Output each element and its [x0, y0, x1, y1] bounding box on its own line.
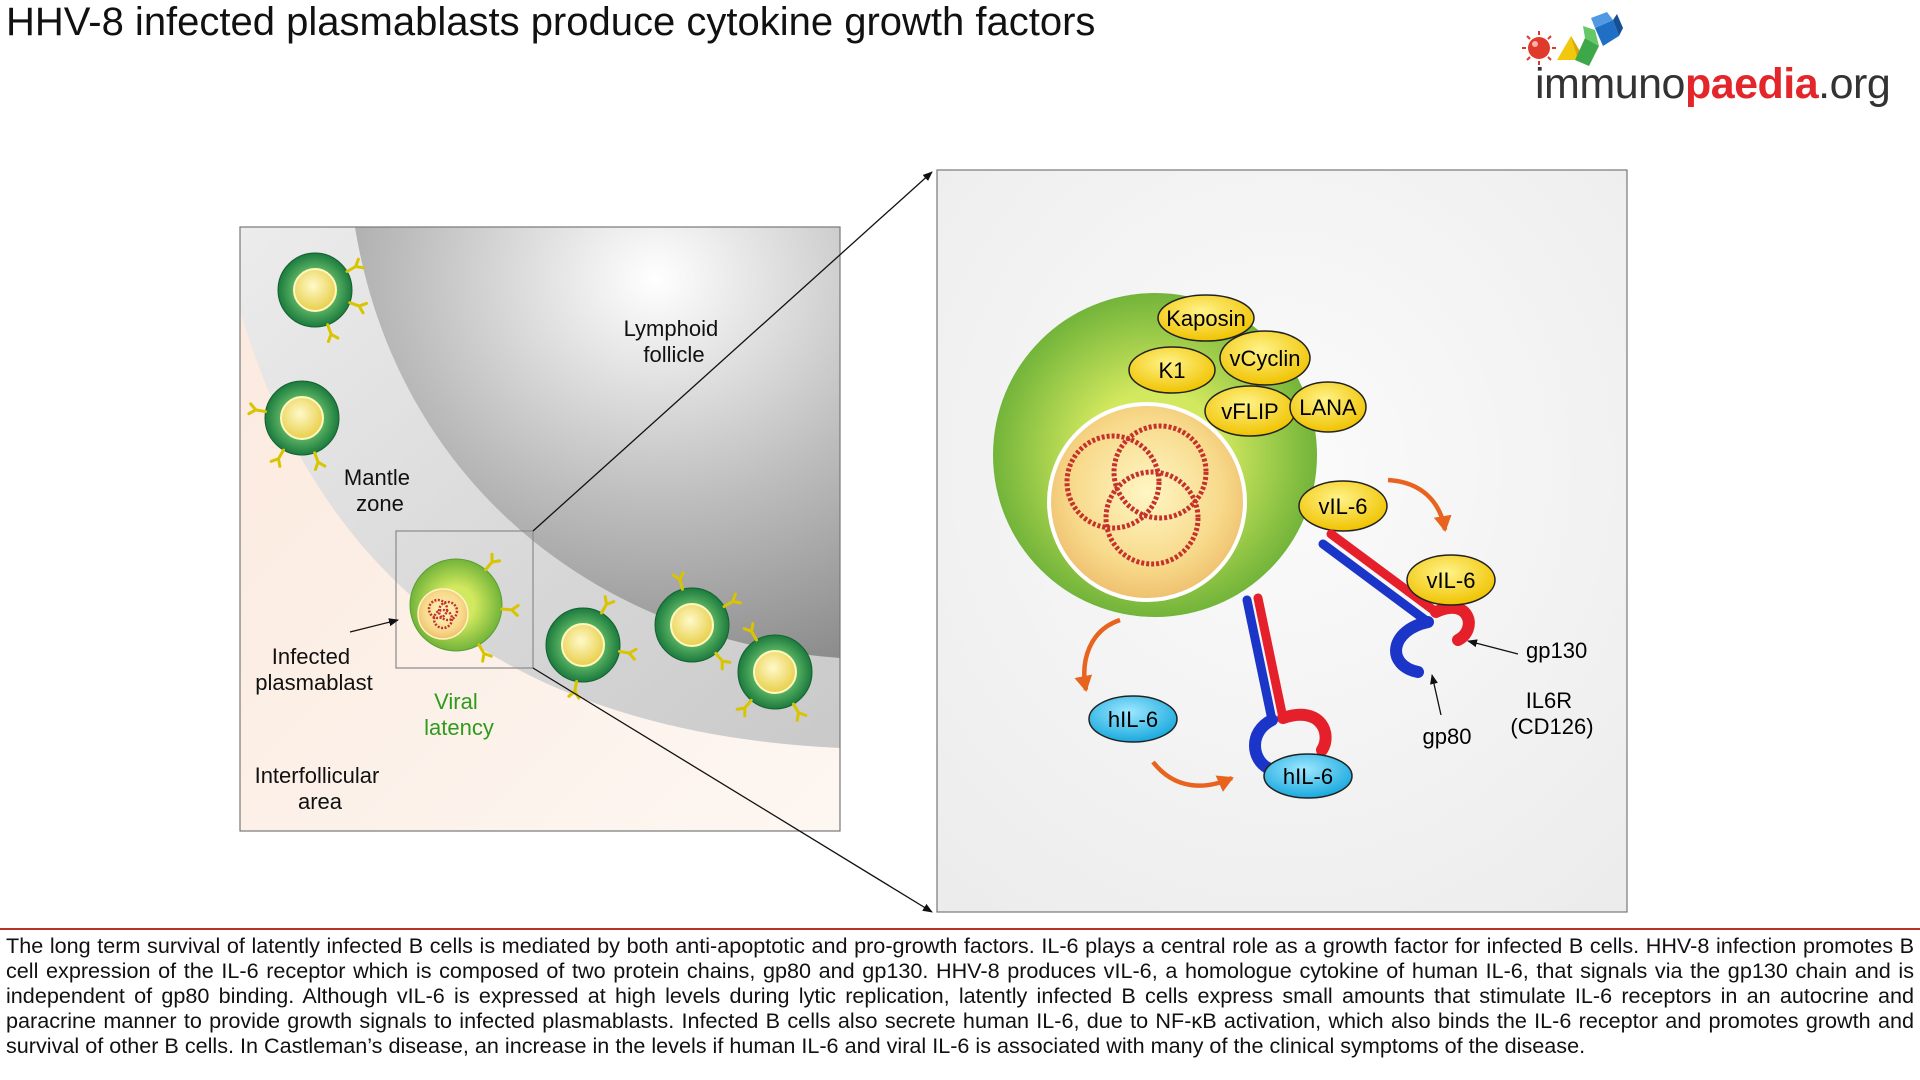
- svg-text:Kaposin: Kaposin: [1166, 306, 1246, 331]
- hil6-secretion-arrow: [1074, 617, 1121, 692]
- plasmablast-detail-panel: Kaposin K1 vCyclin vFLIP LANA vIL-6: [936, 169, 1628, 913]
- svg-text:K1: K1: [1159, 358, 1186, 383]
- svg-text:vIL-6: vIL-6: [1319, 494, 1368, 519]
- diagram: Lymphoid follicle Mantle zone Infected p…: [239, 169, 1628, 913]
- svg-text:hIL-6: hIL-6: [1283, 764, 1333, 789]
- svg-text:hIL-6: hIL-6: [1108, 707, 1158, 732]
- svg-text:LANA: LANA: [1299, 395, 1357, 420]
- caption-text: The long term survival of latently infec…: [6, 933, 1914, 1058]
- gp130-label: gp130: [1526, 638, 1587, 663]
- viral-latency-label: Viral latency: [424, 689, 494, 740]
- zoom-connector-top: [532, 171, 933, 532]
- gp80-label: gp80: [1423, 724, 1472, 749]
- logo-text-org: .org: [1818, 60, 1891, 108]
- infected-plasmablast-label: Infected plasmablast: [255, 644, 372, 695]
- mantle-zone-label: Mantle zone: [344, 465, 416, 516]
- il6-receptor-vil6: [1318, 529, 1475, 678]
- hil6-protein-free: hIL-6: [1088, 695, 1178, 743]
- lymph-node-frame: [239, 226, 841, 832]
- lymphoid-follicle-label: Lymphoid follicle: [624, 316, 725, 367]
- infected-plasmablast-small: [409, 552, 520, 663]
- lymphoid-follicle: [355, 227, 840, 658]
- hil6-binding-arrow: [1151, 760, 1234, 792]
- interfollicular-area-label: Interfollicular area: [255, 763, 386, 814]
- svg-text:vIL-6: vIL-6: [1427, 568, 1476, 593]
- zoom-connector-bottom: [532, 667, 933, 913]
- logo-text-immuno: immuno: [1535, 60, 1685, 108]
- vil6-protein-secreted: vIL-6: [1298, 480, 1388, 532]
- svg-text:vFLIP: vFLIP: [1221, 399, 1278, 424]
- lymph-node-panel: Lymphoid follicle Mantle zone Infected p…: [239, 226, 841, 832]
- nucleus: [1047, 402, 1247, 602]
- kaposin-protein: Kaposin: [1157, 294, 1255, 342]
- il6r-label: IL6R (CD126): [1510, 688, 1593, 739]
- svg-text:vCyclin: vCyclin: [1230, 346, 1301, 371]
- vcyclin-protein: vCyclin: [1219, 330, 1311, 386]
- page-title: HHV-8 infected plasmablasts produce cyto…: [6, 0, 1096, 44]
- zoom-selection-box: [395, 530, 534, 669]
- immunopaedia-logo[interactable]: immunopaedia.org: [1515, 8, 1915, 108]
- lana-protein: LANA: [1289, 381, 1367, 433]
- vil6-protein-bound: vIL-6: [1406, 554, 1496, 606]
- k1-protein: K1: [1128, 346, 1216, 394]
- caption-divider: [0, 928, 1920, 930]
- il6-receptor-hil6: [1242, 593, 1332, 774]
- logo-text-paedia: paedia: [1684, 60, 1819, 108]
- logo-cubes-icon: [1522, 12, 1623, 66]
- vil6-autocrine-arrow: [1387, 477, 1452, 532]
- viral-episome: [1064, 423, 1209, 567]
- vflip-protein: vFLIP: [1204, 385, 1296, 437]
- hil6-protein-bound: hIL-6: [1263, 753, 1353, 799]
